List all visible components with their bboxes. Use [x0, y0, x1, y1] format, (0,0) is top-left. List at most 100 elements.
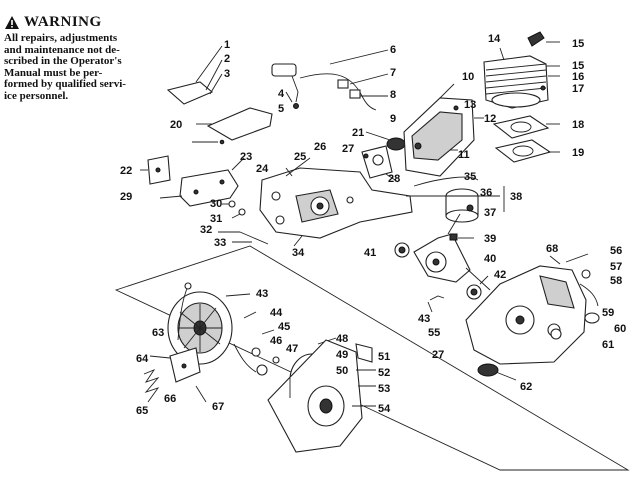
part-label-50: 50	[336, 365, 348, 377]
part-label-60: 60	[614, 323, 626, 335]
part-label-3: 3	[224, 68, 230, 80]
part-label-67: 67	[212, 401, 224, 413]
part-57-crankcase-lower	[465, 255, 587, 365]
part-69-screw	[195, 385, 207, 403]
warning-triangle-icon	[5, 16, 19, 29]
part-label-13: 13	[464, 99, 476, 111]
part-66-68-coil	[149, 347, 201, 383]
part-label-6: 6	[390, 44, 396, 56]
part-label-8: 8	[390, 89, 396, 101]
part-label-31: 31	[210, 213, 222, 225]
part-label-64: 64	[136, 353, 149, 365]
part-label-29: 29	[120, 191, 132, 203]
part-26-bolt	[285, 167, 293, 177]
part-label-57: 57	[610, 261, 622, 273]
warning-line: All repairs, adjustments	[4, 32, 118, 44]
part-label-9: 9	[390, 113, 396, 125]
part-label-41: 41	[364, 247, 376, 259]
part-label-27: 27	[342, 143, 354, 155]
part-label-26: 26	[314, 141, 326, 153]
part-62-63-seals	[550, 312, 600, 340]
part-38-piston	[445, 188, 479, 223]
part-label-36: 36	[480, 187, 492, 199]
part-44-key	[427, 295, 445, 313]
part-label-61: 61	[602, 339, 614, 351]
part-48-49-washers	[256, 356, 280, 376]
part-label-43: 43	[418, 313, 430, 325]
part-label-65: 65	[136, 405, 148, 417]
warning-body: All repairs, adjustments and maintenance…	[4, 32, 160, 102]
part-32-33-screws	[222, 200, 246, 219]
part-label-24: 24	[256, 163, 269, 175]
part-label-32: 32	[200, 224, 212, 236]
part-label-18: 18	[572, 119, 584, 131]
part-label-12: 12	[484, 113, 496, 125]
part-label-38: 38	[510, 191, 522, 203]
part-43-bearing-right	[466, 275, 489, 300]
part-27-crankcase-upper	[259, 157, 413, 247]
part-label-58: 58	[610, 275, 622, 287]
part-53-56-starter-cover	[267, 339, 376, 453]
part-34-35-pin	[218, 231, 269, 245]
part-label-54: 54	[378, 403, 391, 415]
part-label-63: 63	[152, 327, 164, 339]
part-label-62: 62	[520, 381, 532, 393]
part-label-1: 1	[224, 39, 230, 51]
part-label-40: 40	[484, 253, 496, 265]
part-label-10: 10	[462, 71, 474, 83]
part-label-42: 42	[494, 269, 506, 281]
warning-line: scribed in the Operator's	[4, 55, 122, 67]
part-6-8-cable	[299, 49, 389, 111]
part-1-3-bracket	[166, 45, 223, 105]
part-label-45: 45	[278, 321, 290, 333]
part-label-48: 48	[336, 333, 348, 345]
part-label-17: 17	[572, 83, 584, 95]
part-label-51: 51	[378, 351, 390, 363]
part-label-15: 15	[572, 60, 584, 72]
part-label-33: 33	[214, 237, 226, 249]
part-65-wire	[177, 282, 192, 341]
part-label-7: 7	[390, 67, 396, 79]
part-label-15: 15	[572, 38, 584, 50]
part-label-53: 53	[378, 383, 390, 395]
part-label-56: 56	[610, 245, 622, 257]
part-label-28: 28	[388, 173, 400, 185]
warning-line: Manual must be per-	[4, 66, 103, 79]
part-label-35: 35	[464, 171, 476, 183]
part-label-34: 34	[292, 247, 305, 259]
part-19-20-gaskets	[492, 115, 560, 163]
part-label-43: 43	[256, 288, 268, 300]
part-label-22: 22	[120, 165, 132, 177]
warning-notice: WARNING All repairs, adjustments and mai…	[4, 14, 164, 102]
part-label-44: 44	[270, 307, 283, 319]
part-label-68: 68	[546, 243, 558, 255]
part-label-66: 66	[164, 393, 176, 405]
part-label-11: 11	[458, 149, 470, 161]
part-label-19: 19	[572, 147, 584, 159]
part-64-boss	[477, 363, 517, 381]
part-label-2: 2	[224, 53, 230, 65]
part-label-21: 21	[352, 127, 364, 139]
part-label-16: 16	[572, 71, 584, 83]
part-15-spark-plug	[527, 31, 560, 47]
warning-line: formed by qualified servi-	[4, 78, 126, 90]
part-label-5: 5	[278, 103, 284, 115]
part-58-61-screws	[565, 253, 599, 307]
part-45-flywheel	[167, 291, 251, 365]
part-label-27: 27	[432, 349, 444, 361]
part-label-47: 47	[286, 343, 298, 355]
part-label-14: 14	[488, 33, 501, 45]
part-24-31-guard	[159, 157, 245, 207]
part-14-18-cylinder	[483, 47, 560, 109]
part-label-23: 23	[240, 151, 252, 163]
part-4-5-clip	[271, 63, 299, 109]
part-label-55: 55	[428, 327, 440, 339]
part-label-20: 20	[170, 119, 182, 131]
part-23-block	[140, 155, 171, 185]
part-10-11-muffler	[403, 83, 484, 177]
part-label-59: 59	[602, 307, 614, 319]
part-label-39: 39	[484, 233, 496, 245]
